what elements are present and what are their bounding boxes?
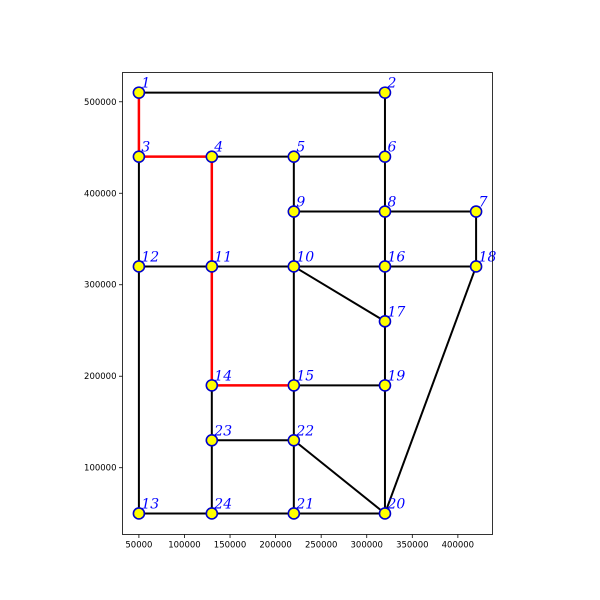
x-tick-label: 150000	[214, 541, 246, 551]
node-21	[287, 507, 301, 520]
y-tick-label: 400000	[84, 189, 116, 199]
node-1	[132, 86, 146, 99]
node-label-12: 12	[141, 249, 159, 265]
y-tick-label: 300000	[84, 281, 116, 291]
x-tick-label: 300000	[351, 541, 383, 551]
plot-frame	[122, 72, 493, 535]
y-tick-label: 200000	[84, 372, 116, 382]
node-label-20: 20	[386, 496, 405, 512]
node-9	[287, 205, 301, 218]
node-4	[205, 150, 219, 163]
highlighted-path-layer	[137, 92, 294, 387]
node-label-4: 4	[213, 140, 223, 156]
x-tick-label: 50000	[125, 541, 152, 551]
x-tick-label: 250000	[305, 541, 337, 551]
node-10	[287, 260, 301, 273]
node-label-21: 21	[295, 496, 314, 512]
node-6	[378, 150, 392, 163]
node-label-24: 24	[213, 496, 232, 512]
node-16	[378, 260, 392, 273]
node-label-6: 6	[387, 140, 396, 156]
x-tick-label: 200000	[259, 541, 291, 551]
node-label-23: 23	[213, 423, 232, 439]
node-label-14: 14	[214, 368, 232, 384]
node-11	[205, 260, 219, 273]
node-label-22: 22	[295, 423, 314, 439]
x-axis: 50000 100000 150000 200000 250000 300000 35000…	[125, 534, 474, 551]
node-15	[287, 379, 301, 392]
node-19	[378, 379, 392, 392]
node-22	[287, 433, 301, 447]
node-24	[205, 507, 219, 520]
node-label-16: 16	[387, 249, 405, 265]
edge-20-22	[293, 439, 386, 515]
edges-layer	[137, 91, 478, 515]
node-7	[469, 205, 483, 218]
node-20	[378, 507, 392, 520]
node-label-11: 11	[214, 249, 232, 265]
node-5	[287, 150, 301, 163]
node-13	[132, 507, 146, 520]
node-label-19: 19	[387, 368, 405, 384]
node-label-2: 2	[386, 76, 396, 92]
node-14	[205, 379, 219, 392]
node-label-8: 8	[387, 195, 396, 211]
node-23	[205, 433, 219, 447]
x-tick-label: 400000	[442, 541, 474, 551]
y-axis: 100000 200000 300000 400000 500000	[84, 98, 123, 474]
nodes-layer	[132, 86, 483, 520]
edge-18-20	[384, 266, 478, 514]
x-tick-label: 350000	[396, 541, 428, 551]
node-label-9: 9	[296, 195, 305, 211]
node-label-13: 13	[141, 496, 159, 512]
y-tick-label: 500000	[84, 98, 116, 108]
node-17	[378, 315, 392, 328]
x-tick-label: 100000	[168, 541, 200, 551]
node-18	[469, 260, 483, 273]
y-tick-label: 100000	[84, 464, 116, 474]
node-label-15: 15	[296, 368, 314, 384]
node-12	[132, 260, 146, 273]
node-label-18: 18	[479, 249, 497, 265]
node-label-7: 7	[479, 195, 488, 211]
node-label-10: 10	[296, 249, 314, 265]
node-8	[378, 205, 392, 218]
node-label-3: 3	[141, 140, 150, 156]
node-3	[132, 150, 146, 163]
node-label-17: 17	[387, 304, 405, 320]
node-label-5: 5	[296, 140, 305, 156]
node-2	[378, 86, 392, 99]
edge-10-17	[293, 265, 386, 323]
node-label-1: 1	[141, 76, 150, 92]
